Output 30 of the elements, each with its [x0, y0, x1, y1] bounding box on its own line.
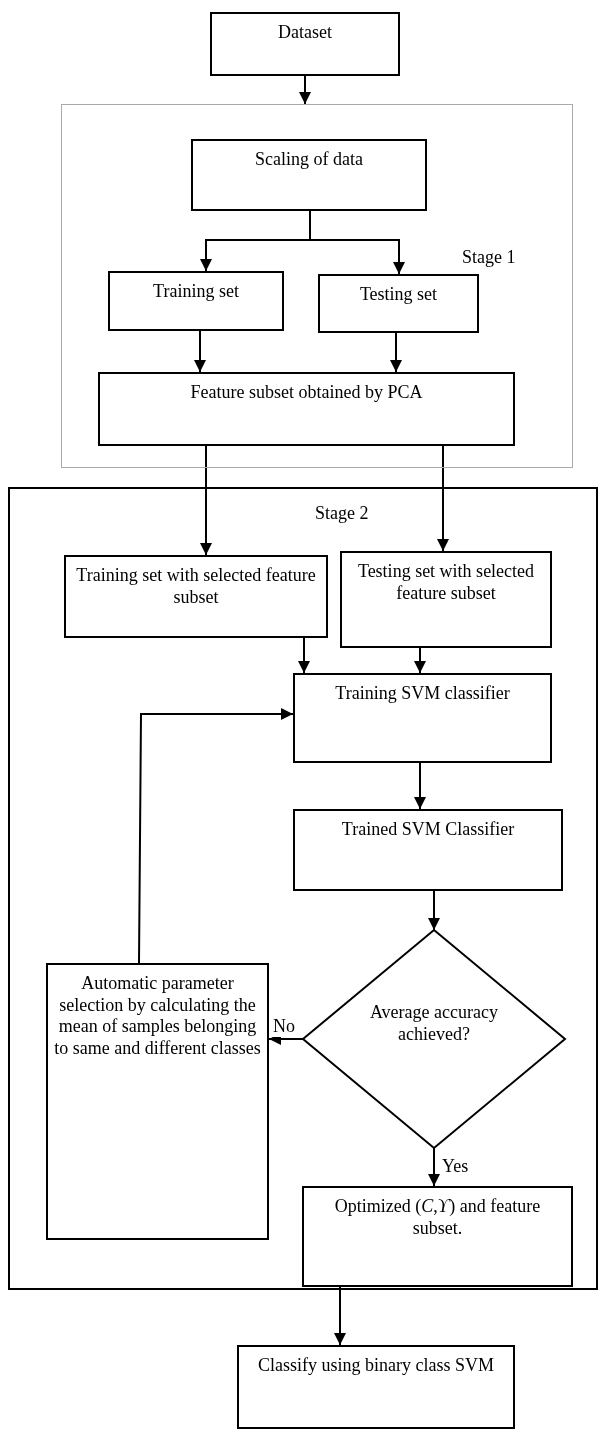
stage-label: Stage 2 — [315, 503, 369, 525]
process-box: Training set with selected feature subset — [64, 555, 328, 638]
arrow — [138, 708, 294, 964]
process-box: Classify using binary class SVM — [237, 1345, 515, 1429]
arrow — [428, 890, 440, 931]
arrow — [437, 445, 449, 552]
edge-label: No — [273, 1016, 295, 1037]
process-box: Optimized (C,ϒ) and feature subset. — [302, 1186, 573, 1287]
arrow — [334, 1286, 346, 1346]
arrow — [298, 637, 310, 674]
stage-panel — [61, 104, 573, 468]
process-box: Trained SVM Classifier — [293, 809, 563, 891]
decision-diamond: Average accuracy achieved? — [303, 930, 565, 1148]
process-box: Testing set with selected feature subset — [340, 551, 552, 648]
arrow — [194, 330, 206, 373]
process-box: Training SVM classifier — [293, 673, 552, 763]
stage-label: Stage 1 — [462, 247, 516, 269]
arrow — [299, 75, 311, 105]
process-box: Automatic parameter selection by calculating the mean of samples belonging to same and different classes — [46, 963, 269, 1240]
process-box: Testing set — [318, 274, 479, 333]
process-box: Dataset — [210, 12, 400, 76]
process-box: Scaling of data — [191, 139, 427, 211]
arrow — [428, 1147, 440, 1187]
stage-panel — [8, 487, 598, 1290]
arrow — [200, 445, 212, 556]
process-box: Training set — [108, 271, 284, 331]
arrow — [414, 647, 426, 674]
arrow — [414, 762, 426, 810]
arrow — [390, 332, 402, 373]
process-box: Feature subset obtained by PCA — [98, 372, 515, 446]
